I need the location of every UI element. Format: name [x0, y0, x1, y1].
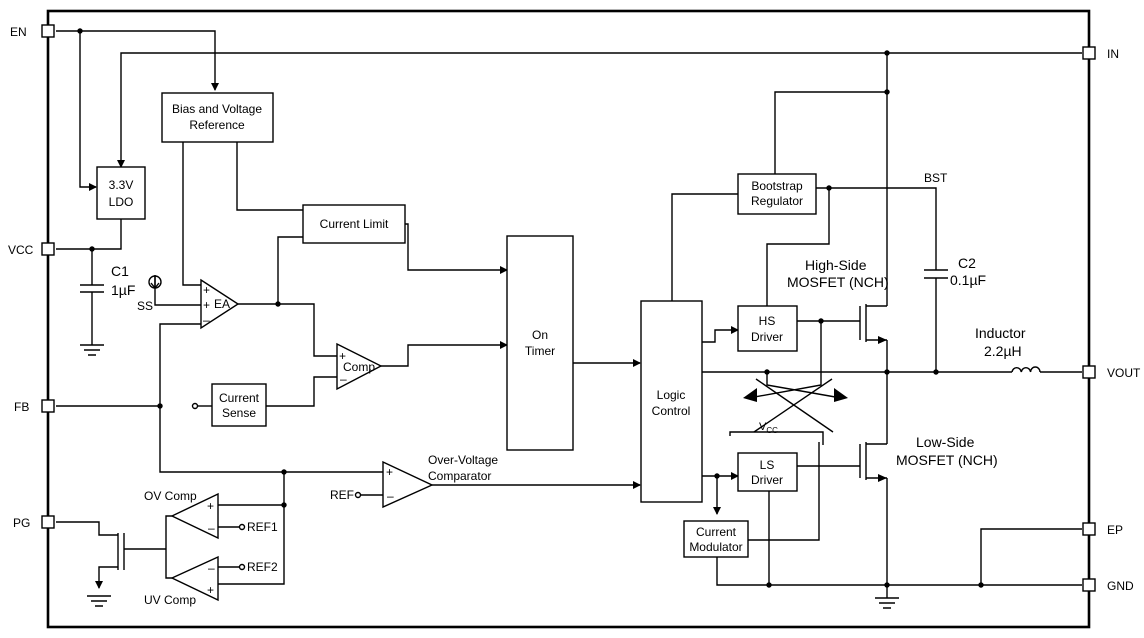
svg-text:PG: PG [13, 516, 30, 530]
label-ref1: REF1 [247, 520, 278, 534]
label-ref2: REF2 [247, 560, 278, 574]
hs-mosfet-label-1: High-Side [805, 257, 867, 273]
svg-text:+: + [203, 298, 210, 312]
inductor-value: 2.2µH [984, 343, 1022, 359]
svg-text:FB: FB [14, 400, 29, 414]
pin-pg: PG [13, 515, 55, 530]
pin-ep: EP [1082, 522, 1123, 537]
ls-mosfet-icon [859, 442, 887, 482]
current-modulator-block: Current Modulator [683, 520, 749, 558]
ovp-comparator: + – [382, 460, 434, 509]
svg-text:LDO: LDO [109, 195, 134, 209]
on-timer-block: On Timer [506, 235, 574, 451]
ground-symbols [80, 344, 899, 609]
svg-text:IN: IN [1107, 47, 1119, 61]
pin-en: EN [10, 24, 55, 39]
ea-amplifier: EA + + – [200, 278, 240, 330]
svg-text:EN: EN [10, 25, 27, 39]
comp-amplifier: Comp + – [336, 342, 383, 391]
hs-mosfet-icon [859, 304, 887, 344]
uv-comp-amplifier: – + [170, 555, 219, 602]
ov-comp-amplifier: + – [170, 492, 219, 540]
svg-text:On: On [532, 328, 548, 342]
svg-text:Bias and Voltage: Bias and Voltage [172, 102, 262, 116]
svg-text:–: – [208, 521, 215, 535]
label-ov-comp: OV Comp [144, 489, 197, 503]
label-ss: SS [137, 299, 153, 313]
ls-mosfet-label-1: Low-Side [916, 434, 975, 450]
svg-text:+: + [207, 583, 214, 597]
hs-mosfet-label-2: MOSFET (NCH) [787, 274, 889, 290]
label-ovp-line1: Over-Voltage [428, 453, 498, 467]
pin-vcc: VCC [8, 242, 55, 257]
bias-reference-block: Bias and Voltage Reference [161, 92, 274, 143]
bootstrap-regulator-block: Bootstrap Regulator [737, 173, 817, 215]
logic-control-block: Logic Control [640, 300, 703, 503]
svg-text:Control: Control [652, 404, 691, 418]
c1-name: C1 [111, 263, 129, 279]
svg-text:–: – [203, 313, 210, 327]
svg-text:Timer: Timer [525, 344, 555, 358]
svg-text:–: – [340, 372, 347, 386]
svg-text:+: + [386, 465, 393, 479]
label-ref: REF [330, 488, 354, 502]
svg-text:GND: GND [1107, 579, 1134, 593]
svg-text:Current Limit: Current Limit [320, 217, 389, 231]
ls-driver-block: LS Driver [737, 452, 798, 492]
chip-outline [46, 9, 1091, 629]
svg-text:EP: EP [1107, 523, 1123, 537]
ref-terminals [191, 402, 362, 571]
label-bst: BST [924, 171, 948, 185]
svg-text:Bootstrap: Bootstrap [751, 179, 803, 193]
current-sense-block: Current Sense [211, 383, 267, 427]
svg-text:LS: LS [760, 458, 775, 472]
svg-text:EA: EA [214, 297, 230, 311]
cross-arrow-right [834, 388, 848, 402]
ls-mosfet-label-2: MOSFET (NCH) [896, 452, 998, 468]
svg-text:–: – [387, 489, 394, 503]
inductor-name: Inductor [975, 325, 1026, 341]
c2-name: C2 [958, 255, 976, 271]
pin-in: IN [1082, 46, 1119, 61]
svg-text:Modulator: Modulator [689, 540, 742, 554]
label-vcc-internal: VCC [759, 421, 778, 435]
svg-text:Driver: Driver [751, 473, 783, 487]
svg-text:Reference: Reference [189, 118, 245, 132]
c1-value: 1µF [111, 282, 135, 298]
junction-dots [77, 28, 984, 588]
label-uv-comp: UV Comp [144, 593, 196, 607]
svg-text:Current: Current [219, 391, 260, 405]
svg-text:+: + [207, 499, 214, 513]
pin-fb: FB [14, 399, 55, 414]
hs-driver-block: HS Driver [737, 305, 798, 352]
cross-arrow-left [743, 388, 757, 402]
ldo-block: 3.3V LDO [96, 166, 146, 220]
svg-text:HS: HS [759, 314, 776, 328]
svg-text:Comp: Comp [343, 360, 375, 374]
svg-text:–: – [208, 561, 215, 575]
c2-value: 0.1µF [950, 272, 986, 288]
svg-text:Sense: Sense [222, 406, 256, 420]
current-limit-block: Current Limit [302, 204, 406, 244]
svg-text:VOUT: VOUT [1107, 366, 1141, 380]
inductor-icon [1011, 366, 1041, 373]
pin-vout: VOUT [1082, 365, 1141, 380]
svg-text:+: + [203, 283, 210, 297]
svg-text:Regulator: Regulator [751, 194, 803, 208]
svg-text:+: + [339, 349, 346, 363]
label-ovp-line2: Comparator [428, 469, 491, 483]
pin-gnd: GND [1082, 578, 1134, 593]
svg-text:VCC: VCC [8, 243, 34, 257]
svg-text:Current: Current [696, 525, 737, 539]
svg-text:Logic: Logic [657, 388, 686, 402]
svg-text:Driver: Driver [751, 330, 783, 344]
svg-text:3.3V: 3.3V [109, 178, 134, 192]
